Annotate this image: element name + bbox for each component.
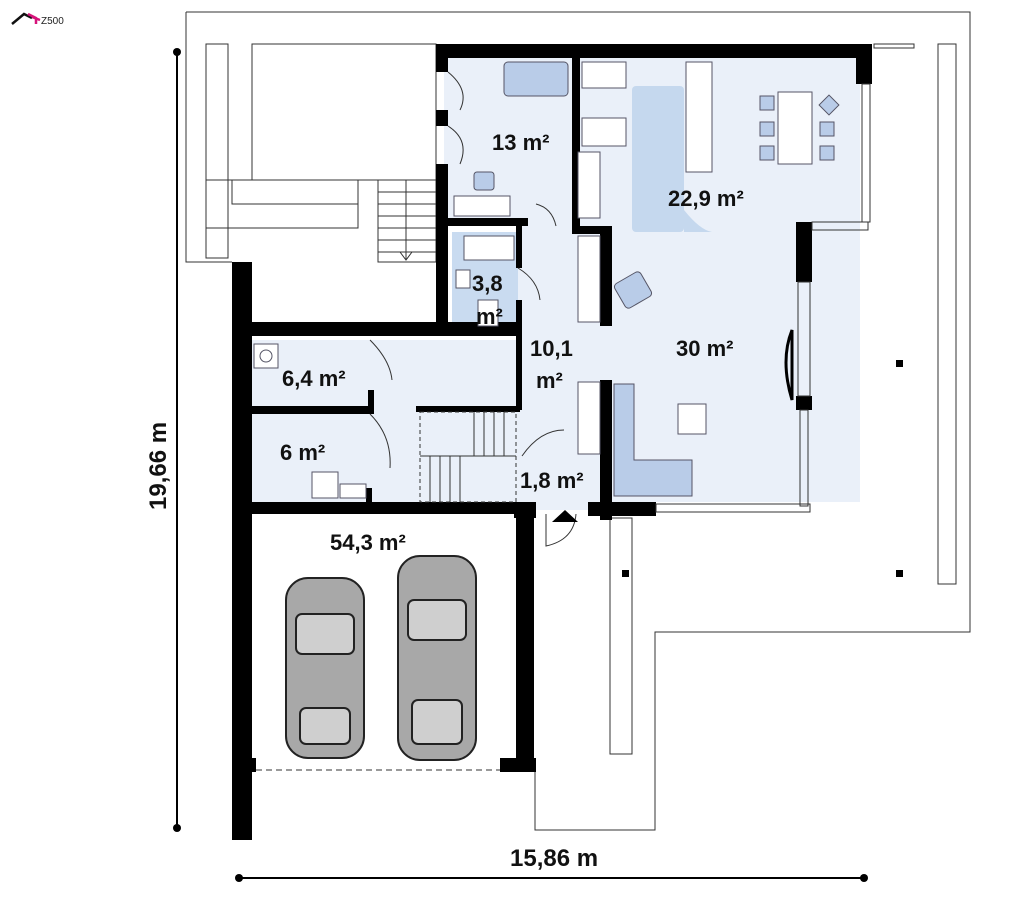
room-area-hall-unit: m² [536,368,563,393]
width-label: 15,86 m [510,845,598,872]
dining-table [777,91,813,165]
pergola-right [937,43,957,585]
room-area-kitchen: 22,9 m² [668,186,744,211]
kitchen-island [632,86,684,232]
entrance-arrow-icon [552,510,578,522]
toilet [477,299,499,327]
room-area-living: 30 m² [676,336,733,361]
desk [453,195,511,217]
bathtub [463,235,515,261]
corner-sofa [613,383,693,497]
room-area-office: 13 m² [492,130,549,155]
car-right [397,555,477,761]
terrace-inner-outline [185,12,232,263]
post [896,360,903,367]
coffee-table [677,403,707,435]
logo-text: Z500 [41,16,64,27]
room-area-garage: 54,3 m² [330,530,406,555]
armchair [613,271,653,309]
windows [256,83,871,771]
height-dimension: 19,66 m [145,48,181,832]
height-label: 19,66 m [145,422,172,510]
washer [311,471,339,499]
room-area-hall: 10,1 [530,336,573,361]
room-area-boiler: 6,4 m² [282,366,346,391]
post [622,570,629,577]
room-area-bathroom-unit: m² [476,304,503,329]
room-area-bathroom: 3,8 [472,271,503,296]
interior-stairs [419,411,517,503]
z500-logo: Z500 [11,12,64,27]
sink [455,269,471,289]
pergola-front [609,517,633,755]
outdoor-stairs [377,179,437,263]
kitchen-counter [685,61,713,173]
terrace-outline [186,11,971,831]
walls [232,44,872,840]
room-area-vestibule: 1,8 m² [520,468,584,493]
boiler-floor [248,340,520,504]
office-sofa [503,61,569,97]
doors [369,71,577,547]
office-chair [473,171,495,191]
width-dimension: 15,86 m [235,845,868,882]
pergola-left [205,43,229,259]
room-area-utility: 6 m² [280,440,325,465]
fireplace [784,329,794,401]
car-left [285,577,365,759]
post [896,570,903,577]
pantry [581,61,627,89]
wardrobe [577,151,601,219]
furniture [253,61,840,499]
pergola-top [251,43,437,181]
